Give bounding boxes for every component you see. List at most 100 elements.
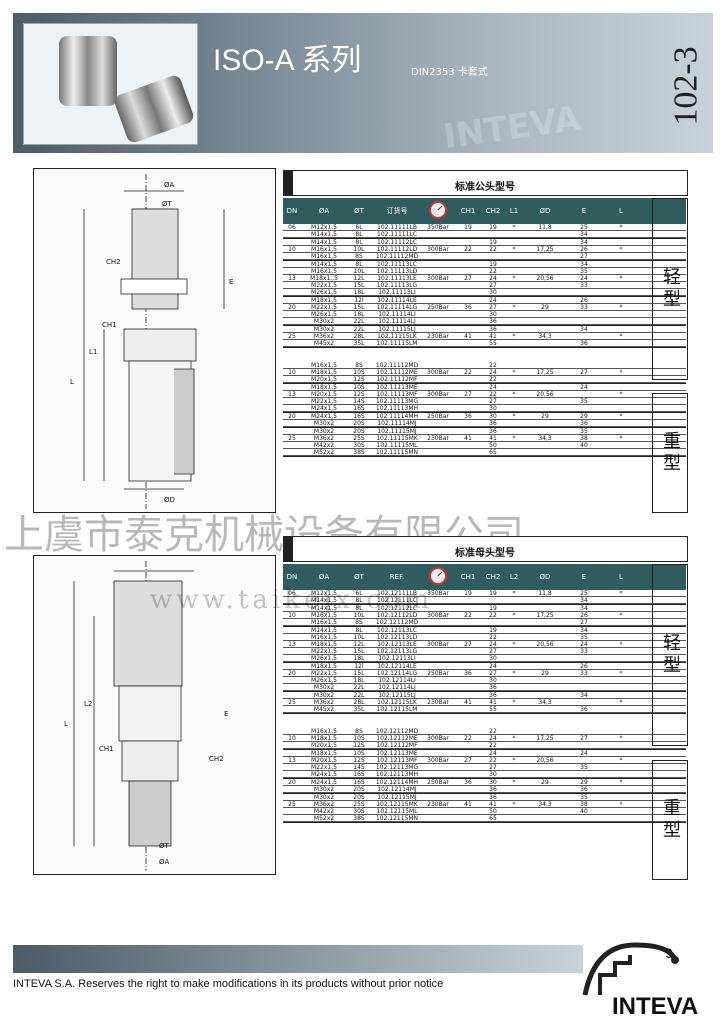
- tube-cell: 16S: [353, 779, 365, 786]
- pressure-cell: 250Bar: [427, 413, 449, 420]
- ch1-cell: [453, 684, 483, 690]
- e-cell: 35: [580, 794, 588, 801]
- ch1-cell: 41: [464, 801, 472, 808]
- tube-cell: 14S: [353, 398, 365, 405]
- tube-cell: 16S: [353, 771, 365, 778]
- ch2-cell: 36: [489, 428, 497, 435]
- len-cell: [603, 428, 639, 434]
- ref-cell: 102.11113LG: [376, 282, 418, 289]
- od-cell: [525, 376, 565, 382]
- label-phiT-female: ØT: [159, 842, 170, 850]
- dn-cell: [283, 706, 301, 712]
- male-light-label: 轻型: [652, 198, 688, 380]
- l-cell: [503, 253, 525, 259]
- tube-cell: 10S: [353, 384, 365, 391]
- od-cell: [525, 627, 565, 633]
- pressure-cell: 250Bar: [427, 304, 449, 311]
- ch1-cell: [453, 771, 483, 777]
- od-cell: [525, 684, 565, 690]
- e-cell: 35: [580, 398, 588, 405]
- dn-cell: [283, 808, 301, 814]
- ch1-cell: [453, 297, 483, 303]
- l-cell: *: [512, 670, 516, 677]
- ch2-cell: 27: [489, 398, 497, 405]
- dn-cell: 06: [288, 224, 296, 231]
- ch1-cell: [453, 808, 483, 814]
- e-cell: [565, 289, 603, 295]
- ch2-cell: 24: [489, 369, 497, 376]
- tube-cell: 35L: [353, 706, 365, 713]
- pressure-cell: [423, 398, 453, 404]
- pressure-cell: [423, 655, 453, 661]
- ch1-cell: [453, 318, 483, 324]
- ref-cell: 102.12113MG: [375, 764, 419, 771]
- column-header: E: [581, 207, 587, 215]
- thread-cell: M18x1,5: [311, 297, 337, 304]
- thread-cell: M26x1,5: [311, 677, 337, 684]
- dn-cell: [283, 261, 301, 267]
- column-header: DN: [286, 207, 298, 215]
- ch1-cell: [453, 231, 483, 237]
- dn-cell: [283, 428, 301, 434]
- ch1-cell: [453, 289, 483, 295]
- ref-cell: 102.11113LC: [377, 261, 417, 268]
- tube-cell: 12L: [353, 641, 365, 648]
- column-header: 订货号: [386, 207, 408, 215]
- e-cell: 27: [580, 253, 588, 260]
- l-cell: [503, 282, 525, 288]
- e-cell: 24: [580, 384, 588, 391]
- ch1-cell: 27: [464, 275, 472, 282]
- ref-cell: 102.12113MF: [376, 757, 418, 764]
- thread-cell: M52x2: [313, 815, 335, 822]
- thread-cell: M30x2: [313, 786, 335, 793]
- ch2-cell: 30: [489, 779, 497, 786]
- len-cell: *: [619, 304, 623, 311]
- female-table-title: 标准母头型号: [283, 536, 688, 562]
- len-cell: [603, 376, 639, 382]
- thread-cell: M22x1,5: [311, 648, 337, 655]
- tube-cell: 18L: [353, 677, 365, 684]
- thread-cell: M45x2: [313, 706, 335, 713]
- column-header: L: [619, 207, 623, 215]
- tube-cell: 8L: [355, 239, 363, 246]
- pressure-cell: [423, 268, 453, 274]
- thread-cell: M42x2: [313, 442, 335, 449]
- l-cell: [503, 318, 525, 324]
- l-cell: *: [512, 413, 516, 420]
- od-cell: 34,3: [538, 435, 552, 442]
- l-cell: [503, 231, 525, 237]
- ch2-cell: 36: [489, 684, 497, 691]
- tube-cell: 10L: [353, 268, 365, 275]
- e-cell: 35: [580, 634, 588, 641]
- thread-cell: M24x1,5: [311, 779, 337, 786]
- column-header: CH2: [485, 207, 501, 215]
- thread-cell: M24x1,5: [311, 771, 337, 778]
- ref-cell: 102.12112LD: [376, 612, 418, 619]
- thread-cell: M20x1,5: [311, 376, 337, 383]
- e-cell: 25: [580, 590, 588, 597]
- dn-cell: 10: [288, 612, 296, 619]
- od-cell: [525, 398, 565, 404]
- od-cell: [525, 442, 565, 448]
- ch2-cell: 22: [489, 362, 497, 369]
- l-cell: *: [512, 779, 516, 786]
- column-header: ØT: [354, 207, 364, 215]
- e-cell: 24: [580, 750, 588, 757]
- l-cell: [503, 398, 525, 404]
- od-cell: [525, 619, 565, 625]
- e-cell: [565, 699, 603, 705]
- len-cell: [603, 677, 639, 683]
- ref-cell: 102.11115LK: [377, 333, 417, 340]
- dn-cell: [283, 684, 301, 690]
- ch2-cell: 24: [489, 663, 497, 670]
- pressure-cell: 350Bar: [427, 590, 449, 597]
